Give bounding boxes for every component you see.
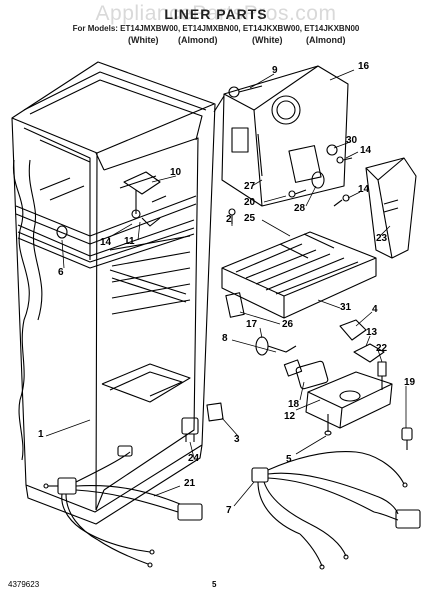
callout-17: 17 bbox=[246, 319, 258, 330]
callout-21: 21 bbox=[184, 478, 196, 489]
callout-12: 12 bbox=[284, 411, 296, 422]
light-switch bbox=[225, 292, 245, 318]
wire-harness-left bbox=[43, 445, 203, 568]
callout-22: 22 bbox=[376, 343, 388, 354]
color-row: (White) (Almond) (White) (Almond) bbox=[0, 35, 432, 47]
callout-9: 9 bbox=[272, 65, 278, 76]
page-title: LINER PARTS bbox=[164, 6, 268, 22]
callout-28: 28 bbox=[294, 203, 306, 214]
document-number: 4379623 bbox=[8, 580, 40, 589]
callout-18: 18 bbox=[288, 399, 300, 410]
mounting-screw bbox=[324, 414, 332, 436]
air-duct-cover bbox=[365, 157, 417, 259]
callout-13: 13 bbox=[366, 327, 378, 338]
callout-31: 31 bbox=[340, 302, 352, 313]
callout-8: 8 bbox=[222, 333, 228, 344]
wire-harness-right bbox=[251, 451, 421, 570]
color-label: (Almond) bbox=[178, 35, 218, 45]
callout-6: 6 bbox=[58, 267, 64, 278]
callout-14: 14 bbox=[100, 237, 112, 248]
damper-sensor bbox=[339, 319, 387, 390]
thermostat bbox=[123, 171, 167, 227]
callout-11: 11 bbox=[124, 236, 135, 247]
model-list: For Models: ET14JMXBW00, ET14JMXBN00, ET… bbox=[72, 24, 360, 33]
callout-1: 1 bbox=[38, 429, 44, 440]
callout-14: 14 bbox=[360, 145, 372, 156]
callout-23: 23 bbox=[376, 233, 388, 244]
control-bracket bbox=[213, 65, 349, 207]
connectors bbox=[181, 402, 413, 450]
callout-10: 10 bbox=[170, 167, 182, 178]
screw-set bbox=[228, 85, 353, 224]
callout-7: 7 bbox=[226, 505, 232, 516]
callout-16: 16 bbox=[358, 61, 370, 72]
callout-5: 5 bbox=[286, 454, 292, 465]
callout-20: 20 bbox=[244, 197, 256, 208]
callout-24: 24 bbox=[188, 453, 200, 464]
callout-3: 3 bbox=[234, 434, 240, 445]
callout-19: 19 bbox=[404, 377, 416, 388]
callout-27: 27 bbox=[244, 181, 256, 192]
color-label: (White) bbox=[128, 35, 159, 45]
shelf-rails bbox=[109, 269, 187, 303]
evaporator-cover bbox=[221, 231, 377, 319]
leader-lines bbox=[45, 69, 407, 507]
color-label: (Almond) bbox=[306, 35, 346, 45]
light-housing bbox=[295, 360, 393, 429]
callout-25: 25 bbox=[244, 213, 256, 224]
callout-14: 14 bbox=[358, 184, 370, 195]
callout-26: 26 bbox=[282, 319, 294, 330]
liner-cabinet bbox=[11, 61, 216, 525]
page-number: 5 bbox=[212, 580, 217, 589]
watermark: AppliancePartsPros.com bbox=[95, 2, 337, 25]
callout-4: 4 bbox=[372, 304, 378, 315]
callout-30: 30 bbox=[346, 135, 358, 146]
callout-2: 2 bbox=[226, 214, 232, 225]
color-label: (White) bbox=[252, 35, 283, 45]
light-bulb bbox=[255, 336, 303, 377]
